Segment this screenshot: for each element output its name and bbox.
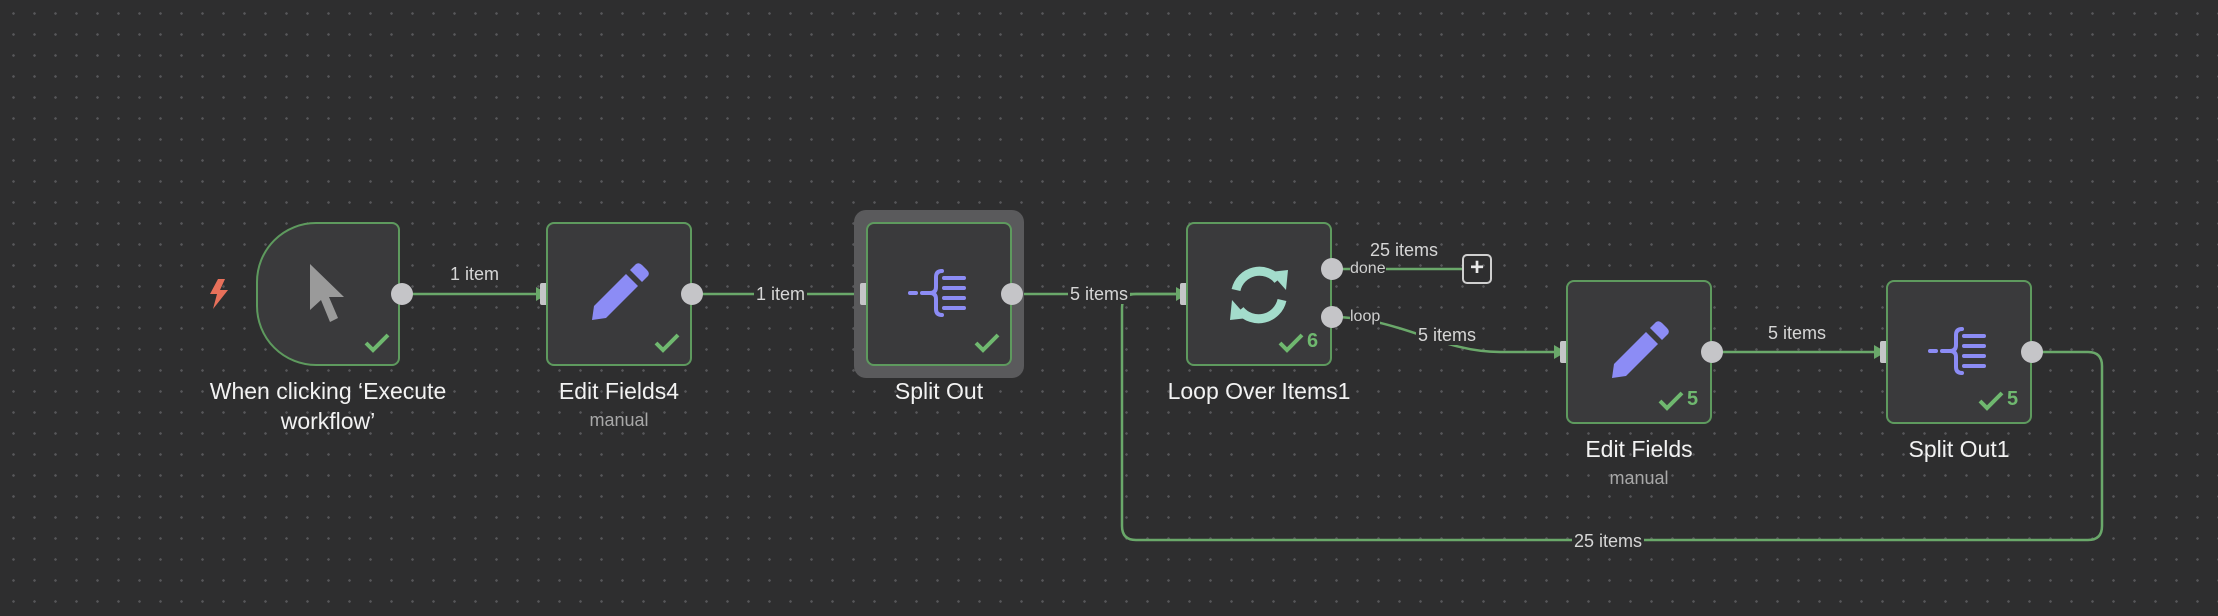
node-title-loop-over-items1: Loop Over Items1: [1167, 378, 1351, 404]
edge-label: 5 items: [1766, 323, 1829, 343]
output-port-done[interactable]: [1321, 258, 1343, 280]
output-port[interactable]: [1701, 341, 1723, 363]
output-port[interactable]: [681, 283, 703, 305]
checkmark-icon: [654, 333, 680, 353]
port-label-loop: loop: [1350, 308, 1381, 326]
edge-label: 25 items: [1572, 531, 1645, 551]
edge-label: 5 items: [1416, 325, 1479, 345]
split-out-icon: [1928, 327, 1986, 375]
node-subtitle-edit-fields: manual: [1609, 468, 1669, 488]
checkmark-icon: [1278, 333, 1304, 353]
node-subtitle-edit-fields4: manual: [589, 410, 649, 430]
cursor-pointer-icon: [310, 264, 344, 322]
checkmark-icon: [364, 333, 390, 353]
output-port-loop[interactable]: [1321, 306, 1343, 328]
edge-label: 5 items: [1068, 284, 1131, 304]
node-loop-over-items1[interactable]: 6: [1186, 222, 1332, 366]
node-title-trigger: When clicking ‘Execute workflow’: [209, 378, 447, 434]
node-edit-fields[interactable]: 5: [1566, 280, 1712, 424]
edge-label: 25 items: [1368, 240, 1441, 260]
input-port[interactable]: [1560, 341, 1570, 363]
checkmark-icon: [1978, 391, 2004, 411]
lightning-bolt-icon: [210, 279, 228, 309]
output-port[interactable]: [2021, 341, 2043, 363]
checkmark-icon: [974, 333, 1000, 353]
input-port[interactable]: [540, 283, 550, 305]
add-node-button[interactable]: +: [1462, 254, 1492, 284]
pencil-icon: [1612, 321, 1669, 378]
node-split-out1[interactable]: 5: [1886, 280, 2032, 424]
split-out-icon: [908, 269, 966, 317]
node-title-edit-fields: Edit Fields: [1585, 436, 1693, 462]
node-title-edit-fields4: Edit Fields4: [558, 378, 680, 404]
input-port[interactable]: [1880, 341, 1890, 363]
output-port[interactable]: [391, 283, 413, 305]
run-count: 5: [2007, 388, 2019, 410]
node-title-split-out: Split Out: [894, 378, 984, 404]
input-port[interactable]: [860, 283, 870, 305]
node-edit-fields4[interactable]: [546, 222, 692, 366]
edge-label: 1 item: [754, 284, 808, 304]
input-port[interactable]: [1180, 283, 1190, 305]
refresh-loop-icon: [1230, 266, 1288, 324]
node-title-split-out1: Split Out1: [1908, 436, 2010, 462]
port-label-done: done: [1350, 260, 1386, 278]
node-manual-trigger[interactable]: [256, 222, 400, 366]
node-split-out[interactable]: [866, 222, 1012, 366]
checkmark-icon: [1658, 391, 1684, 411]
pencil-icon: [592, 263, 649, 320]
run-count: 6: [1307, 330, 1319, 352]
output-port[interactable]: [1001, 283, 1023, 305]
run-count: 5: [1687, 388, 1699, 410]
edge-label: 1 item: [448, 264, 502, 284]
